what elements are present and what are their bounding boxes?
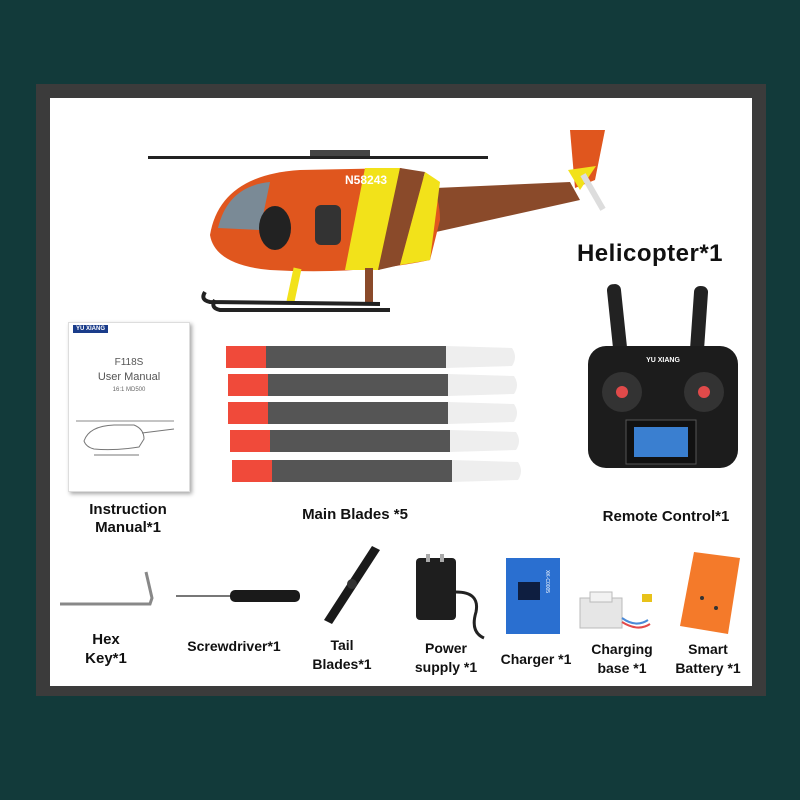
hex-key-image — [60, 571, 154, 606]
manual-label-line1: Instruction — [89, 501, 167, 518]
main-blade-4 — [230, 430, 519, 452]
manual-scale: 16:1 MD500 — [112, 387, 146, 393]
remote-brand: YU XIANG — [646, 357, 680, 364]
charging-base-image — [579, 591, 652, 629]
instruction-manual-image: YU XIANG F118S User Manual 16:1 MD500 — [68, 322, 190, 492]
charger-image: XK-C0005 — [506, 558, 560, 634]
helicopter-label: Helicopter*1 — [576, 240, 724, 267]
power-supply-label-line1: Power — [424, 640, 467, 656]
helicopter-image: N58243 — [148, 130, 606, 312]
remote-control-image: YU XIANG — [588, 284, 738, 468]
manual-brand: YU XIANG — [73, 325, 109, 333]
manual-helicopter-drawing — [76, 420, 175, 456]
main-blade-2 — [228, 374, 517, 396]
smart-battery-image — [680, 552, 740, 634]
main-blades-label: Main Blades *5 — [302, 506, 408, 523]
tail-blades-image — [324, 546, 380, 624]
power-supply-image — [416, 554, 485, 640]
screwdriver-image — [176, 590, 300, 602]
hex-key-label-line2: Key*1 — [85, 650, 127, 667]
smart-battery-label-line1: Smart — [688, 641, 728, 657]
tail-number: N58243 — [345, 173, 387, 187]
power-supply-label-line2: supply *1 — [414, 659, 478, 675]
charger-label: Charger *1 — [500, 651, 572, 667]
charger-model: XK-C0005 — [544, 570, 550, 593]
remote-control-label: Remote Control*1 — [602, 508, 730, 525]
manual-title: User Manual — [97, 371, 161, 383]
manual-label-line2: Manual*1 — [95, 519, 161, 536]
smart-battery-label-line2: Battery *1 — [675, 660, 741, 676]
main-blades-image — [226, 346, 521, 482]
screwdriver-label: Screwdriver*1 — [187, 638, 281, 654]
charging-base-label-line1: Charging — [591, 641, 653, 657]
charging-base-label-line2: base *1 — [597, 660, 647, 676]
hex-key-label-line1: Hex — [92, 631, 120, 648]
main-blade-5 — [232, 460, 521, 482]
manual-model: F118S — [114, 357, 144, 368]
main-blade-1 — [226, 346, 515, 368]
tail-blades-label-line2: Blades*1 — [312, 656, 372, 672]
main-blade-3 — [228, 402, 517, 424]
tail-blades-label-line1: Tail — [330, 637, 354, 653]
